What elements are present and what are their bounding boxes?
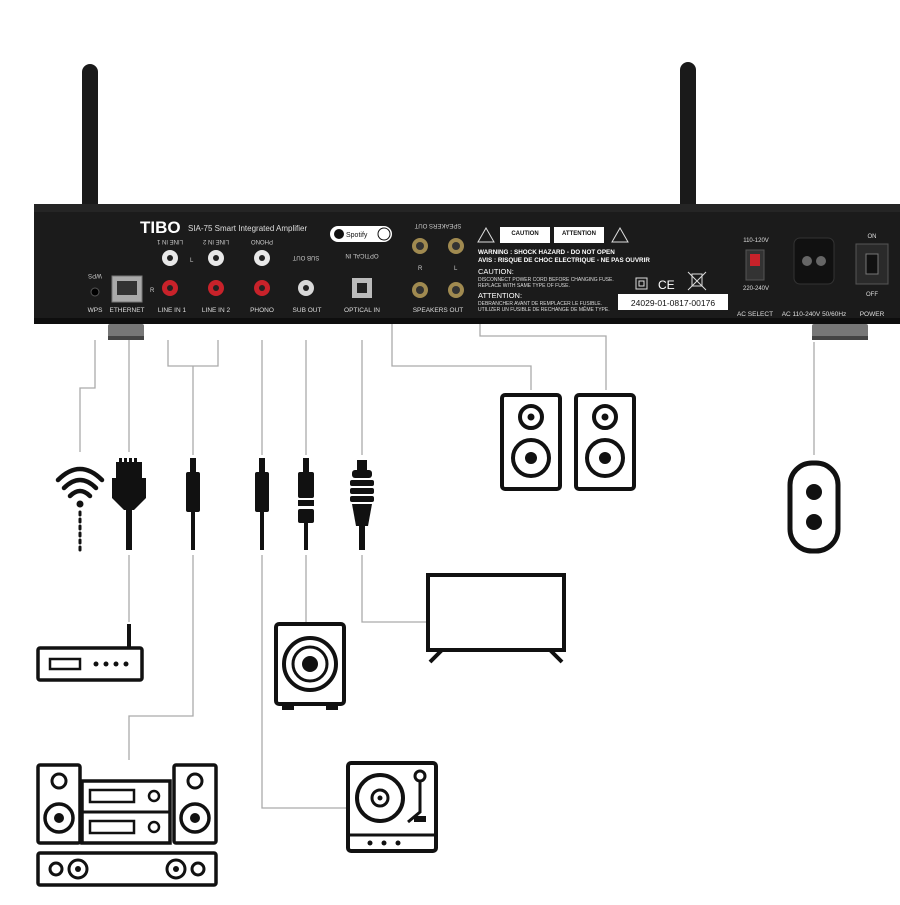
power-socket-icon xyxy=(787,460,841,554)
label-ac-input: AC 110-240V 50/60Hz xyxy=(782,311,847,318)
label-r-spk: R xyxy=(418,266,423,272)
label-wps: WPS xyxy=(88,307,103,314)
warning-line-2: AVIS : RISQUE DE CHOC ELECTRIQUE - NE PA… xyxy=(478,257,650,264)
label-phono-top: PHONO xyxy=(251,238,273,244)
label-optical-in: OPTICAL IN xyxy=(344,307,380,314)
caution-text-2: REPLACE WITH SAME TYPE OF FUSE. xyxy=(478,283,570,289)
label-l-spk: L xyxy=(454,266,458,272)
label-r-1: R xyxy=(150,288,155,294)
label-ac-low: 110-120V xyxy=(743,238,769,244)
speaker-icon xyxy=(500,393,562,491)
turntable-icon xyxy=(346,761,438,853)
ethernet-plug-icon xyxy=(112,458,146,550)
attention-title: ATTENTION: xyxy=(478,291,522,300)
label-power-on: ON xyxy=(868,234,877,240)
rca-plug-icon xyxy=(298,458,314,550)
connection-lines xyxy=(79,324,815,809)
hifi-system-icon xyxy=(36,763,218,887)
label-ac-select: AC SELECT xyxy=(737,311,773,318)
tv-icon xyxy=(426,573,566,664)
brand-logo: TIBO xyxy=(140,218,181,237)
attention-text-1: DEBRANCHER AVANT DE REMPLACER LE FUSIBLE… xyxy=(478,301,602,307)
attention-box: ATTENTION xyxy=(562,231,596,237)
label-speakers-out: SPEAKERS OUT xyxy=(413,307,464,314)
weee-bin-icon xyxy=(687,271,707,291)
caution-title: CAUTION: xyxy=(478,267,514,276)
label-power-off: OFF xyxy=(866,292,878,298)
speaker-terminals xyxy=(412,238,464,298)
ce-mark: CE xyxy=(658,278,675,292)
label-speakers-out-top: SPEAKERS OUT xyxy=(414,222,461,228)
caution-text-1: DISCONNECT POWER CORD BEFORE CHANGING FU… xyxy=(478,277,614,283)
label-l-1: L xyxy=(190,258,194,264)
label-ac-high: 220-240V xyxy=(743,286,769,292)
label-line-in-2-top: LINE IN 2 xyxy=(202,238,229,244)
label-phono: PHONO xyxy=(250,307,274,314)
label-ethernet: ETHERNET xyxy=(109,307,144,314)
amplifier-rear-panel: TIBO SIA-75 Smart Integrated Amplifier W… xyxy=(34,204,900,340)
label-wps-top: WPS xyxy=(88,272,102,278)
label-sub-out-top: SUB OUT xyxy=(292,254,319,260)
warning-line-1: WARNING : SHOCK HAZARD - DO NOT OPEN xyxy=(478,249,615,256)
spotify-badge: Spotify xyxy=(346,232,368,239)
label-line-in-2: LINE IN 2 xyxy=(202,307,231,314)
model-name: SIA-75 Smart Integrated Amplifier xyxy=(188,224,308,233)
label-line-in-1-top: LINE IN 1 xyxy=(156,238,183,244)
speaker-icon xyxy=(574,393,636,491)
rca-plug-icon xyxy=(186,458,200,550)
attention-text-2: UTILIZER UN FUSIBLE DE RECHANGE DE MÊME … xyxy=(478,305,610,313)
label-power: POWER xyxy=(860,311,885,318)
rca-jacks xyxy=(162,250,314,296)
label-optical-in-top: OPTICAL IN xyxy=(345,252,378,258)
router-icon xyxy=(36,624,144,682)
wifi-icon xyxy=(55,466,105,552)
subwoofer-icon xyxy=(274,622,346,710)
serial-number: 24029-01-0817-00176 xyxy=(631,298,715,308)
label-line-in-1: LINE IN 1 xyxy=(158,307,187,314)
toslink-plug-icon xyxy=(350,460,374,550)
caution-box: CAUTION xyxy=(511,231,538,237)
label-sub-out: SUB OUT xyxy=(293,307,322,314)
rca-plug-icon xyxy=(255,458,269,550)
